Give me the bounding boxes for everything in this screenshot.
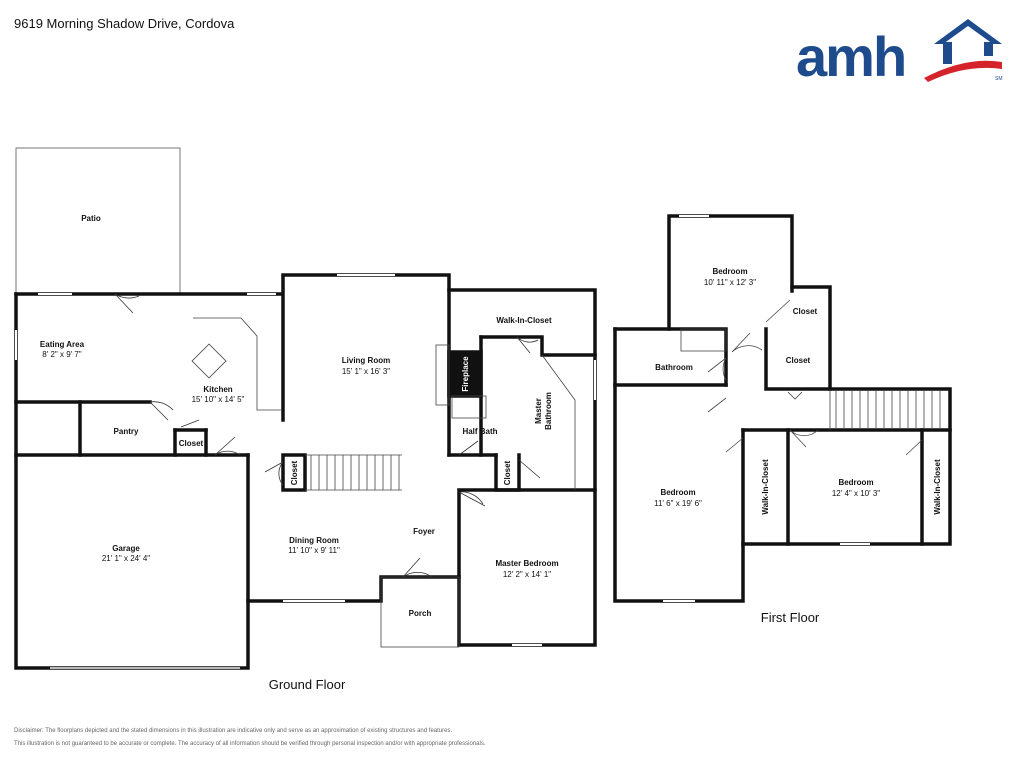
room-dims-dining-room: 11' 10" x 9' 11"	[288, 546, 340, 555]
room-name-dining-room: Dining Room	[289, 536, 339, 545]
room-name-pantry: Pantry	[114, 427, 139, 436]
swoosh-icon	[924, 60, 1002, 82]
floor-label-ground: Ground Floor	[269, 677, 346, 692]
room-name-garage: Garage	[112, 544, 140, 553]
room-name-foyer: Foyer	[413, 527, 435, 536]
room-name-bedroom-left: Bedroom	[660, 488, 695, 497]
room-dims-master-bedroom: 12' 2" x 14' 1"	[503, 570, 551, 579]
room-dims-bedroom-right: 12' 4" x 10' 3"	[832, 489, 880, 498]
room-name-porch: Porch	[409, 609, 432, 618]
room-dims-kitchen: 15' 10" x 14' 5"	[192, 395, 245, 404]
room-name-patio: Patio	[81, 214, 101, 223]
ground-floor-details	[15, 274, 596, 669]
room-name-closet-upper-2: Closet	[786, 356, 811, 365]
first-floor-details	[663, 215, 923, 602]
room-labels: Patio Eating Area 8' 2" x 9' 7" Kitchen …	[40, 214, 942, 618]
floor-label-first: First Floor	[761, 610, 820, 625]
room-name-half-bath: Half Bath	[462, 427, 497, 436]
disclaimer-line-2: This illustration is not guaranteed to b…	[14, 741, 486, 747]
room-dims-eating-area: 8' 2" x 9' 7"	[42, 350, 82, 359]
room-name-walk-in-closet-1: Walk-In-Closet	[761, 459, 770, 515]
svg-text:amh: amh	[796, 25, 905, 84]
room-name-master-bathroom-1: Master	[534, 398, 543, 424]
stairs-ground	[305, 454, 402, 491]
room-name-walk-in-closet-master: Walk-In-Closet	[496, 316, 552, 325]
ground-floor-walls	[14, 147, 597, 670]
room-name-master-bedroom: Master Bedroom	[495, 559, 558, 568]
room-name-bedroom-right: Bedroom	[838, 478, 873, 487]
room-name-living-room: Living Room	[342, 356, 390, 365]
room-name-closet-kitchen: Closet	[179, 439, 204, 448]
ground-door-swings	[114, 293, 541, 578]
room-dims-garage: 21' 1" x 24' 4"	[102, 554, 150, 563]
svg-text:SM: SM	[995, 76, 1003, 82]
room-dims-bedroom-left: 11' 6" x 19' 6"	[654, 499, 702, 508]
room-name-walk-in-closet-2: Walk-In-Closet	[933, 459, 942, 515]
room-name-bathroom: Bathroom	[655, 363, 693, 372]
room-dims-bedroom-top: 10' 11" x 12' 3"	[704, 278, 756, 287]
room-name-kitchen: Kitchen	[203, 385, 232, 394]
room-name-closet-stairs: Closet	[290, 460, 299, 485]
stairs-first	[835, 391, 941, 428]
room-name-fireplace: Fireplace	[461, 356, 470, 392]
room-name-master-bathroom-2: Bathroom	[544, 392, 553, 430]
disclaimer-line-1: Disclaimer: The floorplans depicted and …	[14, 728, 453, 734]
property-address: 9619 Morning Shadow Drive, Cordova	[14, 16, 235, 31]
room-name-closet-upper-1: Closet	[793, 307, 818, 316]
room-name-bedroom-top: Bedroom	[712, 267, 747, 276]
amh-logo: amh SM	[796, 19, 1003, 84]
room-name-closet-foyer: Closet	[503, 460, 512, 485]
room-name-eating-area: Eating Area	[40, 340, 85, 349]
room-dims-living-room: 15' 1" x 16' 3"	[342, 367, 390, 376]
house-roof-icon	[934, 19, 1002, 44]
